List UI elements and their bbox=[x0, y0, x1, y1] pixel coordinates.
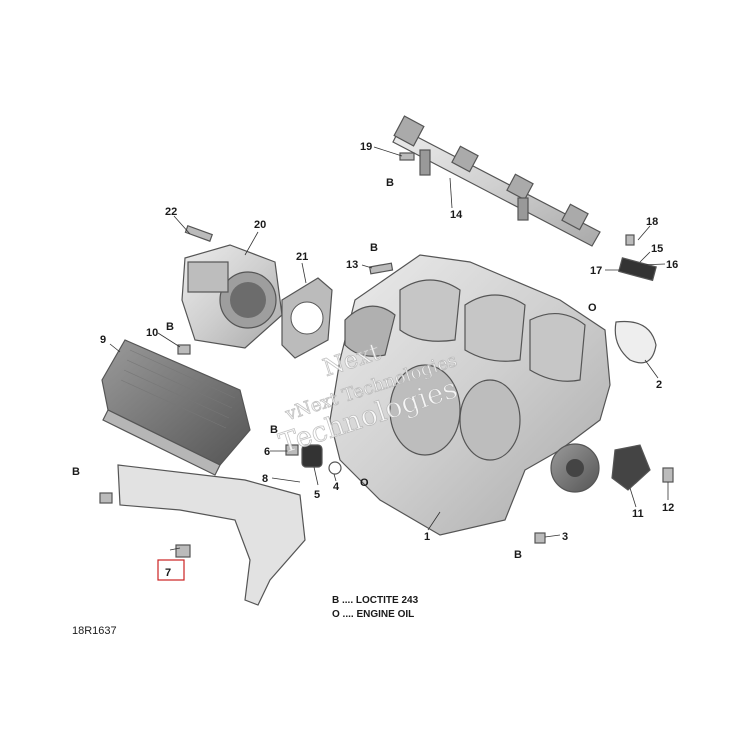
callout-10: 10 bbox=[146, 327, 158, 339]
callout-20: 20 bbox=[254, 219, 266, 231]
symbol-oil: O bbox=[588, 302, 597, 314]
throttle-body bbox=[181, 244, 283, 349]
drawing-reference-code: 18R1637 bbox=[72, 625, 117, 637]
callout-2: 2 bbox=[656, 379, 662, 391]
ecm-module bbox=[101, 339, 251, 476]
intake-manifold bbox=[329, 254, 611, 536]
support-bracket bbox=[117, 464, 306, 606]
callout-14: 14 bbox=[450, 209, 463, 221]
fuel-rail bbox=[392, 115, 601, 247]
callout-19: 19 bbox=[360, 141, 372, 153]
callout-13: 13 bbox=[346, 259, 358, 271]
callout-21: 21 bbox=[296, 251, 308, 263]
small-parts bbox=[99, 152, 674, 558]
legend: B .... LOCTITE 243 O .... ENGINE OIL bbox=[332, 595, 419, 620]
symbol-loctite: B bbox=[370, 242, 378, 254]
callouts: 19 14 22 20 21 13 10 9 6 5 4 8 1 3 11 12… bbox=[100, 141, 678, 581]
callout-11: 11 bbox=[632, 508, 644, 520]
leader-lines bbox=[109, 146, 669, 551]
callout-5: 5 bbox=[314, 489, 320, 501]
callout-16: 16 bbox=[666, 259, 678, 271]
legend-loctite: B .... LOCTITE 243 bbox=[332, 595, 419, 606]
symbol-oil: O bbox=[360, 477, 369, 489]
symbol-loctite: B bbox=[386, 177, 394, 189]
callout-7: 7 bbox=[165, 567, 171, 579]
callout-18: 18 bbox=[646, 216, 658, 228]
callout-3: 3 bbox=[562, 531, 568, 543]
callout-4: 4 bbox=[333, 481, 340, 493]
highlight-box-7 bbox=[157, 559, 185, 581]
callout-6: 6 bbox=[264, 446, 270, 458]
callout-8: 8 bbox=[262, 473, 268, 485]
callout-15: 15 bbox=[651, 243, 663, 255]
symbol-loctite: B bbox=[270, 424, 278, 436]
symbol-loctite: B bbox=[166, 321, 174, 333]
callout-1: 1 bbox=[424, 531, 430, 543]
lubricant-symbols: B B B B B B O O bbox=[72, 177, 597, 561]
legend-engine-oil: O .... ENGINE OIL bbox=[332, 609, 414, 620]
symbol-loctite: B bbox=[514, 549, 522, 561]
symbol-loctite: B bbox=[72, 466, 80, 478]
callout-9: 9 bbox=[100, 334, 106, 346]
callout-17: 17 bbox=[590, 265, 602, 277]
gasket bbox=[281, 277, 333, 359]
callout-12: 12 bbox=[662, 502, 674, 514]
callout-22: 22 bbox=[165, 206, 177, 218]
